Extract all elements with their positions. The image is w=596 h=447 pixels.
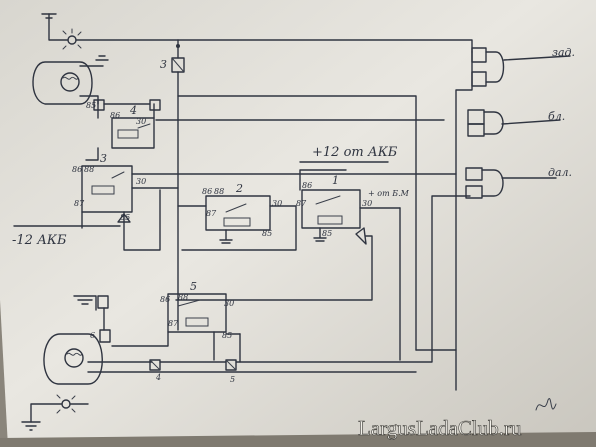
- relay-2: 2 86 88 87 30 85: [177, 182, 297, 251]
- watermark-text: LargusLadaClub.ru: [358, 416, 522, 440]
- relay-pin: 85: [322, 229, 332, 238]
- fuse-label: 3: [160, 58, 167, 71]
- relay-pin: 87: [74, 199, 85, 208]
- relay-pin: 85: [120, 213, 130, 222]
- relay-4: 4 86 30 85: [85, 99, 161, 161]
- relay-pin: 87: [296, 199, 307, 208]
- bottom-lamp-ground: [21, 394, 89, 431]
- relay-pin: 86: [302, 181, 312, 190]
- relay-pin: 88: [214, 187, 224, 196]
- relay-pin: 30: [362, 199, 372, 208]
- plus-supply-label: +12 от АКБ: [312, 145, 398, 160]
- relay-pin: 86: [72, 165, 82, 174]
- relay-pin: 86: [160, 295, 170, 304]
- plus-supply: +12 от АКБ: [131, 95, 457, 351]
- relay-number: 2: [235, 182, 243, 195]
- relay-pin: 87: [168, 319, 179, 328]
- relay-pin: 30: [272, 199, 282, 208]
- output-label-top: зад.: [552, 46, 575, 59]
- relay-3: 3 86 88 30 87 85: [72, 152, 179, 251]
- fuse-label: 6: [90, 331, 95, 340]
- relay-pin: 30: [136, 177, 146, 186]
- relay-pin: 30: [136, 117, 146, 126]
- relay-pin: 86: [202, 187, 212, 196]
- minus-supply-label: -12 АКБ: [12, 233, 67, 248]
- relay-pin: 85: [86, 101, 96, 110]
- minus-supply: -12 АКБ: [12, 225, 121, 248]
- relay-1: 1 86 87 85 30 + от Б.М: [175, 169, 410, 301]
- relay-pin: 85: [222, 331, 232, 340]
- table-edge-left: [0, 300, 8, 447]
- relay-number: 5: [190, 280, 197, 293]
- headlight-top: [32, 55, 109, 105]
- relay-number: 3: [100, 152, 107, 165]
- fuses-bottom: 4 5: [149, 195, 471, 384]
- output-label-mid: бл.: [548, 110, 565, 123]
- relay-pin: 86: [110, 111, 120, 120]
- right-connectors: зад. бл. дал.: [399, 46, 575, 391]
- relay-5: 5 86 88 87 30 85: [111, 280, 241, 361]
- relay-pin: 87: [206, 209, 217, 218]
- relay-pin: 85: [262, 229, 272, 238]
- fuse-label: 5: [230, 375, 235, 384]
- relay-pin: 88: [84, 165, 94, 174]
- output-label-low: дал.: [548, 166, 572, 179]
- headlight-bottom: 6: [43, 295, 417, 385]
- from-bm-label: + от Б.М: [368, 189, 410, 198]
- relay-number: 4: [129, 104, 137, 117]
- signature-doodle: [535, 398, 557, 411]
- fuse-3-line: 3: [160, 39, 185, 331]
- table-edge-bottom: [0, 432, 596, 447]
- fuse-label: 4: [155, 373, 161, 382]
- relay-pin: 88: [178, 293, 188, 302]
- relay-pin: 30: [224, 299, 234, 308]
- relay-number: 1: [332, 174, 339, 187]
